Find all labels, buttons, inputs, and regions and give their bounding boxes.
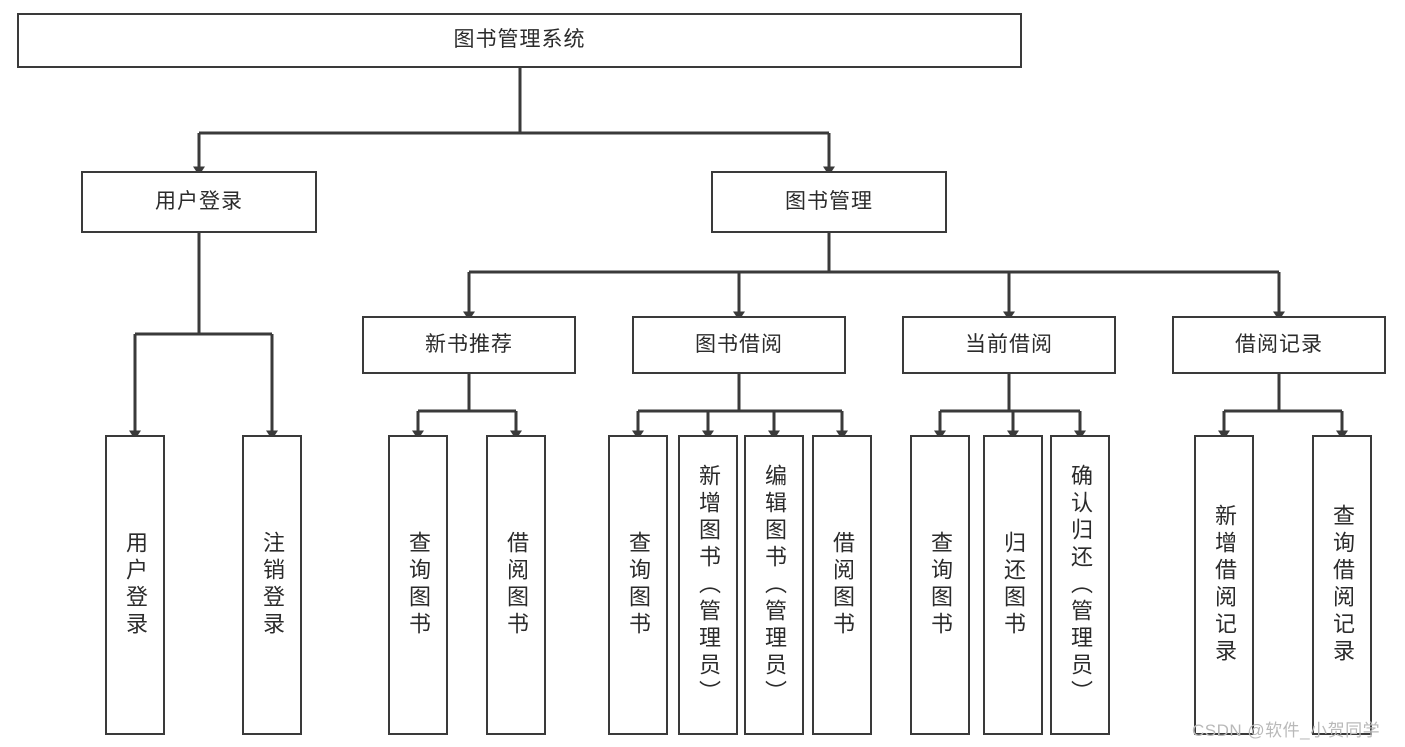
node-label: 借阅图书 (830, 531, 855, 639)
node-label: 归还图书 (1001, 531, 1026, 639)
node-label: 借阅图书 (504, 531, 529, 639)
node-label: 新增借阅记录 (1212, 504, 1237, 666)
node-user-login[interactable]: 用户登录 (81, 171, 317, 233)
node-label: 查询图书 (626, 531, 651, 639)
node-label: 新增图书（管理员） (696, 463, 721, 707)
node-label: 图书管理系统 (453, 28, 586, 52)
node-borrow-record[interactable]: 借阅记录 (1172, 316, 1386, 374)
node-leaf-user-login[interactable]: 用户登录 (105, 435, 165, 735)
node-leaf-edit-book-admin[interactable]: 编辑图书（管理员） (744, 435, 804, 735)
node-current-borrow[interactable]: 当前借阅 (902, 316, 1116, 374)
node-leaf-query-record[interactable]: 查询借阅记录 (1312, 435, 1372, 735)
node-label: 用户登录 (123, 531, 148, 639)
node-leaf-add-record[interactable]: 新增借阅记录 (1194, 435, 1254, 735)
node-new-book-recommend[interactable]: 新书推荐 (362, 316, 576, 374)
node-leaf-return-book[interactable]: 归还图书 (983, 435, 1043, 735)
node-label: 用户登录 (155, 189, 243, 213)
node-label: 查询图书 (928, 531, 953, 639)
node-book-borrow[interactable]: 图书借阅 (632, 316, 846, 374)
node-leaf-confirm-return[interactable]: 确认归还（管理员） (1050, 435, 1110, 735)
node-label: 确认归还（管理员） (1068, 463, 1093, 707)
node-leaf-query-book-cur[interactable]: 查询图书 (910, 435, 970, 735)
node-label: 查询借阅记录 (1330, 504, 1355, 666)
node-leaf-query-book-borrow[interactable]: 查询图书 (608, 435, 668, 735)
node-leaf-logout-login[interactable]: 注销登录 (242, 435, 302, 735)
node-label: 借阅记录 (1235, 332, 1323, 356)
node-leaf-borrow-book[interactable]: 借阅图书 (812, 435, 872, 735)
node-label: 当前借阅 (965, 332, 1053, 356)
node-label: 查询图书 (406, 531, 431, 639)
node-label: 图书管理 (785, 189, 873, 213)
node-label: 图书借阅 (695, 332, 783, 356)
node-leaf-query-book-new[interactable]: 查询图书 (388, 435, 448, 735)
csdn-watermark: CSDN @软件_小贺同学 (1192, 721, 1381, 740)
node-label: 新书推荐 (425, 332, 513, 356)
node-label: 注销登录 (260, 531, 285, 639)
node-root[interactable]: 图书管理系统 (17, 13, 1022, 68)
node-leaf-borrow-book-new[interactable]: 借阅图书 (486, 435, 546, 735)
node-book-manage[interactable]: 图书管理 (711, 171, 947, 233)
node-label: 编辑图书（管理员） (762, 463, 787, 707)
node-leaf-add-book-admin[interactable]: 新增图书（管理员） (678, 435, 738, 735)
